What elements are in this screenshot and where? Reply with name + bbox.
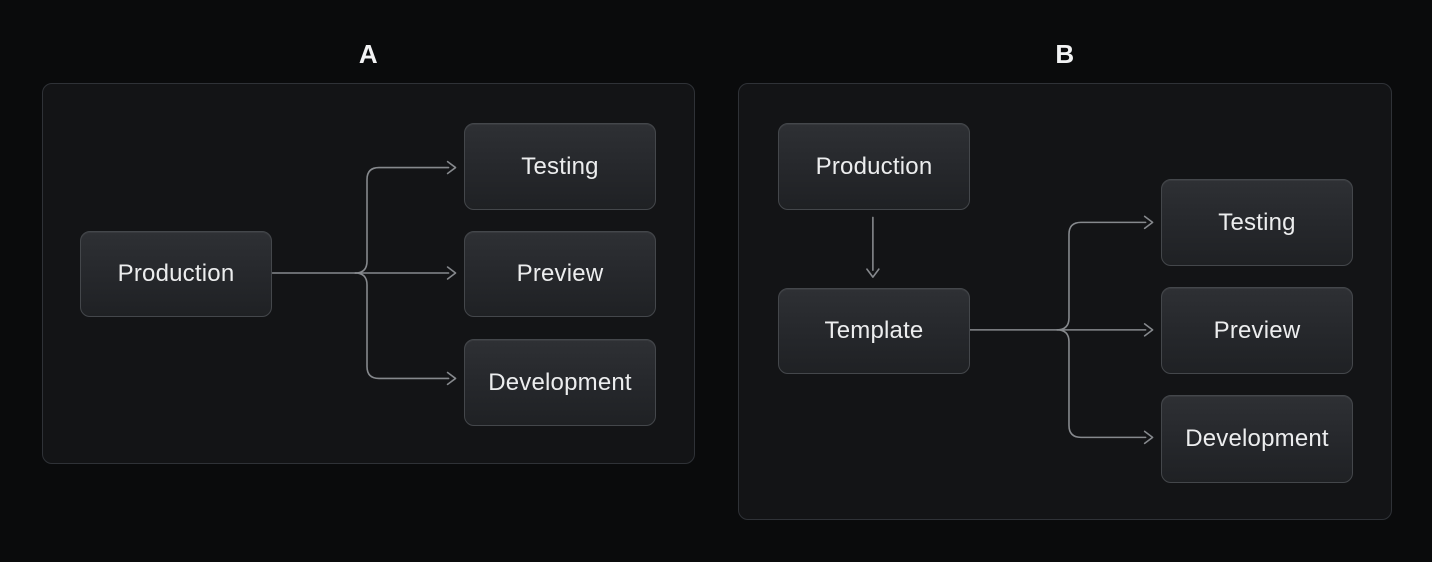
connector-template-testing — [1056, 221, 1147, 331]
node-testing-b: Testing — [1161, 179, 1353, 266]
node-testing-b-label: Testing — [1218, 208, 1296, 236]
panel-a-label: A — [358, 39, 379, 69]
connector-template-development — [1056, 329, 1147, 439]
node-development-b: Development — [1161, 395, 1353, 483]
node-preview-a: Preview — [464, 231, 656, 317]
node-template-b: Template — [778, 288, 970, 374]
connector-production-testing — [354, 166, 450, 274]
arrowhead-production-template — [866, 268, 880, 278]
node-development-b-label: Development — [1185, 425, 1329, 452]
node-production-b-label: Production — [815, 152, 933, 180]
node-development-a: Development — [464, 339, 656, 426]
arrowhead-template-testing — [1143, 215, 1154, 230]
arrowhead-production-preview — [446, 266, 457, 280]
node-development-a-label: Development — [488, 368, 632, 396]
node-preview-a-label: Preview — [516, 260, 604, 287]
node-preview-b-label: Preview — [1213, 316, 1301, 344]
arrowhead-production-testing — [446, 160, 457, 175]
node-production-a-label: Production — [117, 260, 235, 287]
node-template-b-label: Template — [824, 317, 924, 344]
panel-b: Production Template Testing Preview Deve… — [738, 83, 1392, 520]
connector-production-development — [354, 272, 450, 380]
panel-b-connectors — [866, 215, 1154, 445]
panel-a-connectors — [271, 160, 457, 386]
arrowhead-production-development — [446, 371, 457, 386]
node-production-b: Production — [778, 123, 970, 210]
node-testing-a-label: Testing — [521, 152, 599, 180]
arrowhead-template-development — [1143, 430, 1154, 445]
panel-b-label: B — [1055, 39, 1075, 69]
node-testing-a: Testing — [464, 123, 656, 210]
node-production-a: Production — [80, 231, 272, 317]
panel-a: Production Testing Preview Development — [42, 83, 695, 464]
node-preview-b: Preview — [1161, 287, 1353, 374]
arrowhead-template-preview — [1143, 323, 1154, 337]
